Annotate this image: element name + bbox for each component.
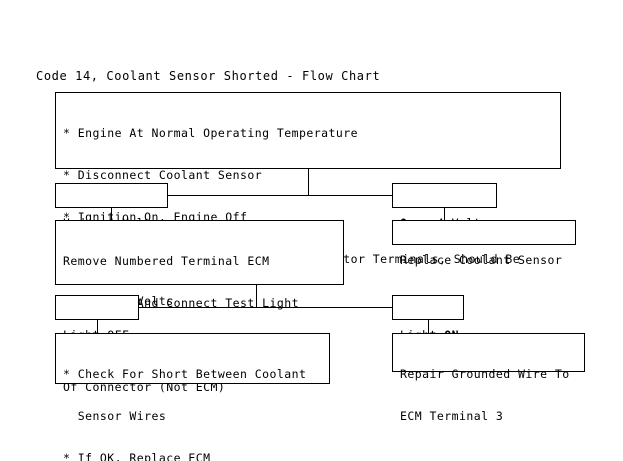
node-line: Sensor Wires: [63, 409, 167, 423]
node-under-4-volts: Under 4 Volts: [55, 183, 168, 230]
node-line: ECM Terminal 3: [400, 409, 504, 423]
node-line: Repair Grounded Wire To: [400, 367, 570, 381]
node-replace-coolant-sensor: Replace Coolant Sensor: [392, 220, 576, 267]
connector-step2-to-light-bus: [256, 285, 257, 307]
connector-under-to-step2: [111, 208, 112, 220]
node-line: * If OK, Replace ECM: [63, 451, 211, 461]
connector-light-off-to-check-short: [97, 320, 98, 333]
node-light-off: Light OFF: [55, 295, 139, 342]
node-line: * Disconnect Coolant Sensor: [63, 168, 263, 182]
node-remove-connector-test-light: Remove Numbered Terminal ECM Connector A…: [55, 220, 344, 394]
connector-light-on-to-repair-wire: [428, 320, 429, 333]
node-initial-test-conditions: * Engine At Normal Operating Temperature…: [55, 92, 561, 308]
connector-branch-bus: [168, 195, 392, 196]
connector-step1-to-branch-bus: [308, 169, 309, 195]
node-check-short-replace-ecm: * Check For Short Between Coolant Sensor…: [55, 333, 330, 461]
page-title: Code 14, Coolant Sensor Shorted - Flow C…: [36, 69, 381, 83]
node-line: * Check For Short Between Coolant: [63, 367, 307, 381]
node-line: * Engine At Normal Operating Temperature: [63, 126, 358, 140]
node-line: Remove Numbered Terminal ECM: [63, 254, 270, 268]
node-repair-grounded-wire: Repair Grounded Wire To ECM Terminal 3: [392, 333, 585, 423]
node-over-4-volts: Over 4 Volts: [392, 183, 497, 230]
node-light-on: Light ON: [392, 295, 464, 342]
connector-over-to-replace-sensor: [444, 208, 445, 220]
connector-light-bus: [139, 307, 392, 308]
node-line: Replace Coolant Sensor: [400, 253, 563, 267]
